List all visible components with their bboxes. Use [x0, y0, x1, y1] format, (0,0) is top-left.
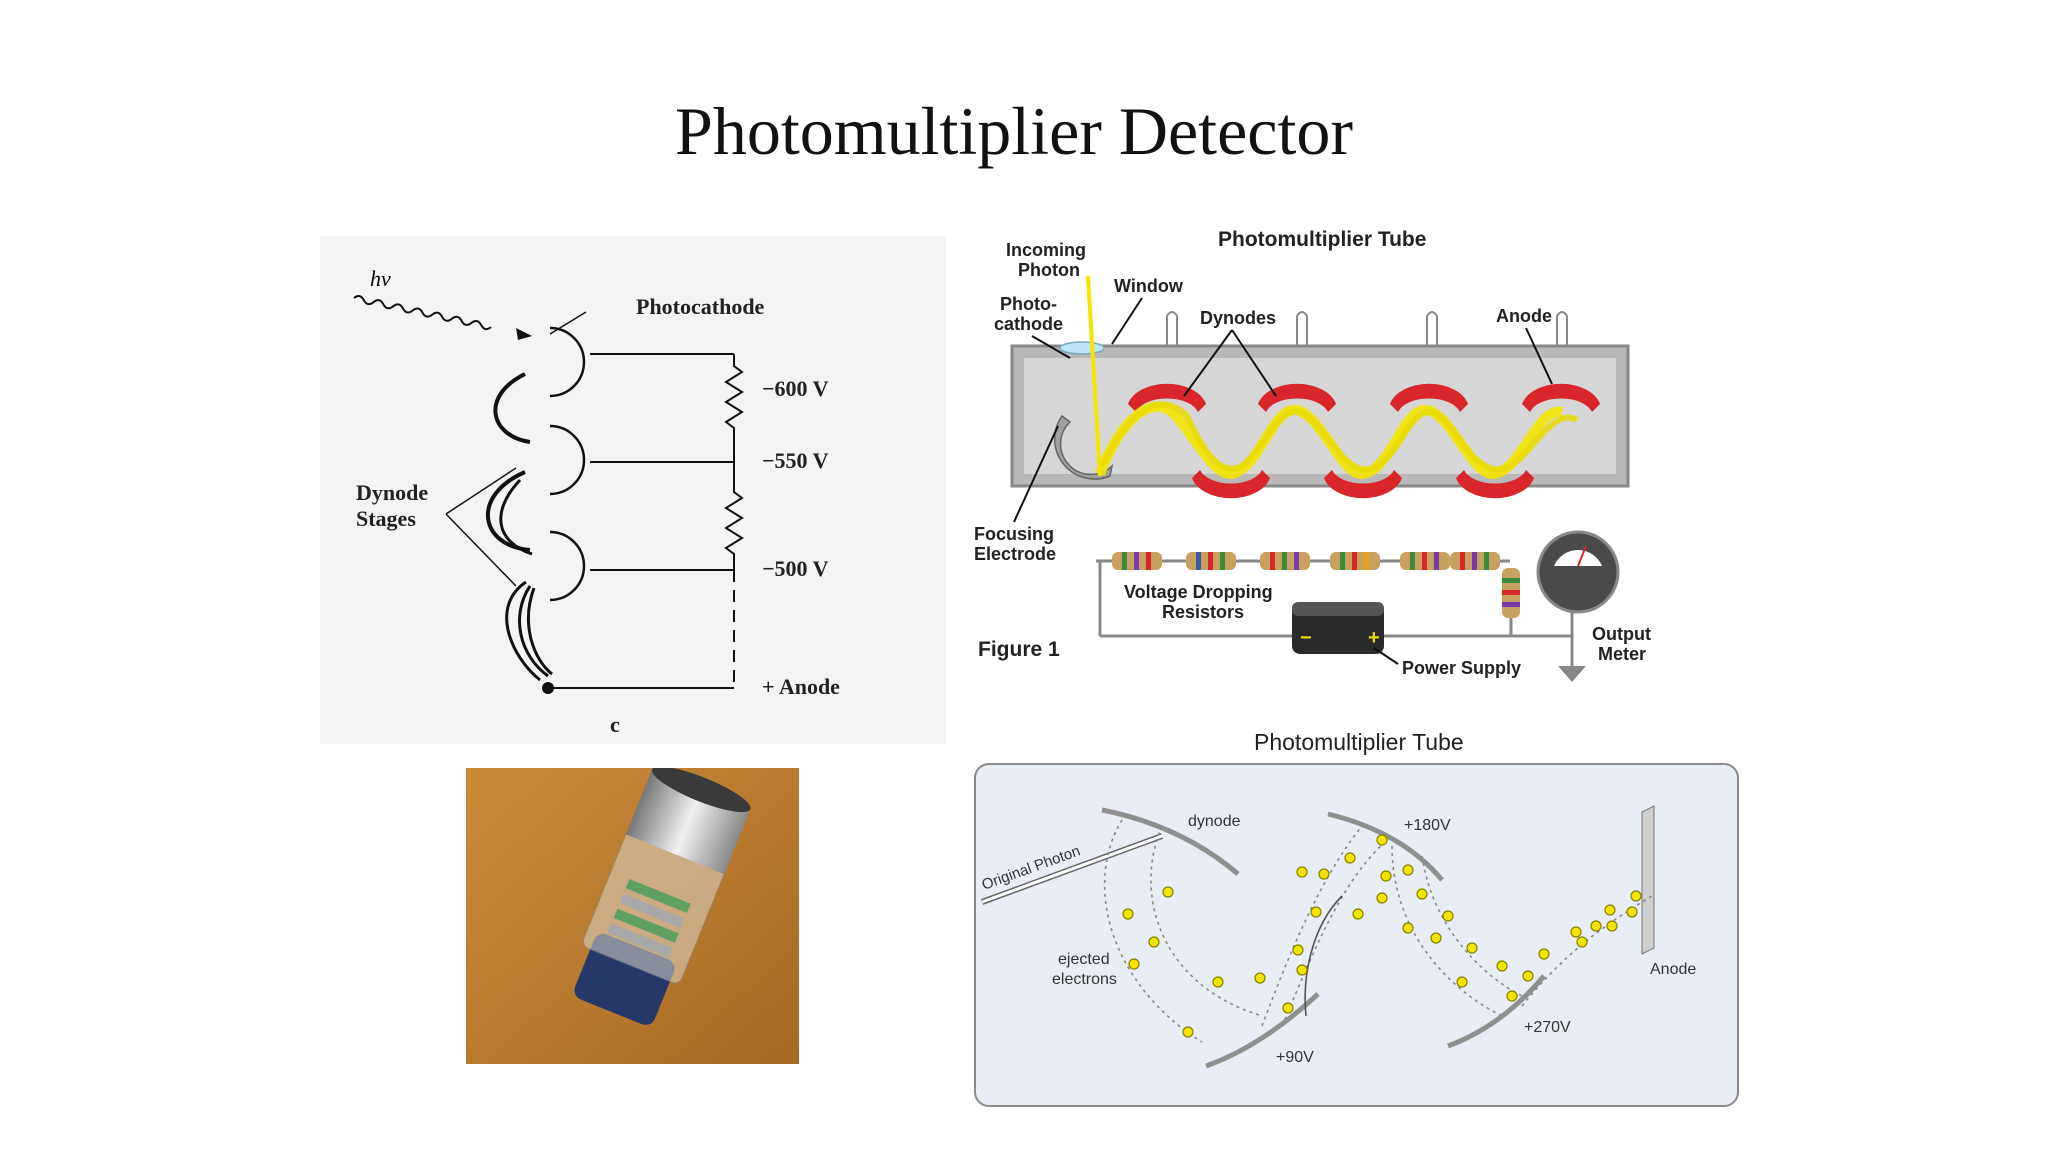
dynode-arc-2 [1327, 811, 1444, 882]
schematic-caption: c [610, 712, 620, 737]
dynodes-label: Dynodes [1200, 308, 1276, 328]
battery-top [1292, 602, 1384, 616]
dynode-bottom-1 [1192, 470, 1270, 499]
dynode-stages-label-1: Dynode [356, 480, 428, 505]
photocathode-label-2: cathode [994, 314, 1063, 334]
photon-label: hν [370, 266, 391, 291]
window-label: Window [1114, 276, 1184, 296]
electron-path-g [1521, 895, 1653, 1007]
anode-label: + Anode [762, 674, 840, 699]
resistors-label-1: Voltage Dropping [1124, 582, 1273, 602]
dynode-stages-label-2: Stages [356, 506, 416, 531]
v90-label: +90V [1276, 1049, 1314, 1066]
dynode-arc-4 [1447, 974, 1546, 1049]
output-meter-label-1: Output [1592, 624, 1651, 644]
photon-wave [353, 295, 492, 331]
photon-beam [1086, 275, 1102, 477]
power-leader [1373, 647, 1399, 665]
anode-plate [1641, 805, 1655, 955]
anode-leader [1525, 327, 1553, 385]
pin-top-4 [1556, 311, 1568, 346]
pin-top-2 [1296, 311, 1308, 346]
photon-arrow-inner [981, 834, 1163, 904]
dynode-3 [549, 530, 586, 602]
focusing-electrode [1053, 414, 1114, 480]
power-supply-label: Power Supply [1402, 658, 1521, 678]
resistor-2 [724, 462, 744, 570]
cascade-frame [974, 763, 1739, 1107]
ejected-label-1: ejected [1058, 951, 1110, 968]
v180-label: +180V [1404, 817, 1451, 834]
electron-path-b [1150, 825, 1263, 1017]
window-glass [1059, 341, 1105, 355]
ejected-label-2: electrons [1052, 971, 1117, 988]
electron-trajectories-2 [1099, 401, 1579, 473]
resistors-label-2: Resistors [1162, 602, 1244, 622]
ground-arrow [1558, 666, 1586, 682]
electron-path-1 [493, 372, 531, 444]
dynodes-leader-2 [1231, 329, 1277, 397]
dynodes-leader-1 [1183, 329, 1233, 397]
stages-leader-1 [445, 467, 517, 515]
focusing-leader [1013, 425, 1059, 523]
photocathode-label-1: Photo- [1000, 294, 1057, 314]
voltage-550: −550 V [762, 448, 829, 473]
window-leader [1111, 297, 1143, 345]
incoming-photon-label-2: Photon [1018, 260, 1080, 280]
photocathode-leader [1031, 335, 1071, 359]
dynode-top-4 [1522, 383, 1600, 412]
dynode-1 [549, 326, 586, 398]
incoming-photon-label-1: Incoming [1006, 240, 1086, 260]
resistor-1 [724, 354, 744, 462]
focusing-label-2: Electrode [974, 544, 1056, 564]
pin-top-1 [1166, 311, 1178, 346]
focusing-label-1: Focusing [974, 524, 1054, 544]
electron-path-d [1281, 835, 1393, 1027]
electron-path-4 [505, 580, 541, 682]
photon-arrowhead [516, 328, 532, 340]
dynode-top-1 [1128, 383, 1206, 412]
battery-minus: − [1300, 627, 1312, 649]
electron-path-6 [527, 587, 553, 676]
pmt-schematic-diagram: hν Photocathode −600 V −550 V −500 V + A… [320, 236, 946, 744]
dynode-label: dynode [1188, 813, 1241, 830]
stages-leader-2 [445, 513, 517, 587]
output-meter-label-2: Meter [1598, 644, 1646, 664]
meter-dial [1554, 550, 1602, 566]
pin-top-3 [1426, 311, 1438, 346]
v270-label: +270V [1524, 1019, 1571, 1036]
output-meter [1536, 530, 1620, 614]
cascade-anode-label: Anode [1650, 961, 1696, 978]
dynode-bottom-2 [1324, 470, 1402, 499]
electron-path-a [1103, 819, 1203, 1043]
dynode-top-3 [1390, 383, 1468, 412]
meter-needle [1577, 545, 1587, 567]
dynode-arc-1 [1101, 807, 1240, 876]
dynode-top-2 [1258, 383, 1336, 412]
voltage-500: −500 V [762, 556, 829, 581]
electron-path-h [1304, 895, 1343, 1017]
electron-path-c [1261, 825, 1363, 1027]
tube-title: Photomultiplier Tube [1218, 228, 1426, 251]
pmt-tube-illustration: Photomultiplier Tube Incoming Photon Win… [962, 216, 1662, 696]
electron-cascade-diagram: Photomultiplier Tube Original Photon dyn… [962, 726, 1744, 1112]
photocathode-leader [549, 311, 587, 335]
cascade-title: Photomultiplier Tube [1254, 729, 1464, 755]
battery-plus: + [1368, 627, 1380, 649]
pmt-photo [466, 766, 799, 1064]
tube-photo [574, 766, 751, 1025]
electron-path-5 [518, 585, 549, 678]
dynode-bottom-3 [1456, 470, 1534, 499]
figure-label: Figure 1 [978, 638, 1060, 661]
voltage-600: −600 V [762, 376, 829, 401]
dynode-2 [549, 424, 586, 496]
photocathode-label: Photocathode [636, 294, 765, 319]
electron-path-3 [499, 478, 533, 556]
electron-path-e [1391, 845, 1503, 1017]
electrons [1122, 834, 1642, 1038]
electron-path-f [1421, 855, 1523, 997]
slide-title: Photomultiplier Detector [675, 93, 1353, 169]
anode-label: Anode [1496, 306, 1552, 326]
resistor-chain [1112, 552, 1520, 618]
